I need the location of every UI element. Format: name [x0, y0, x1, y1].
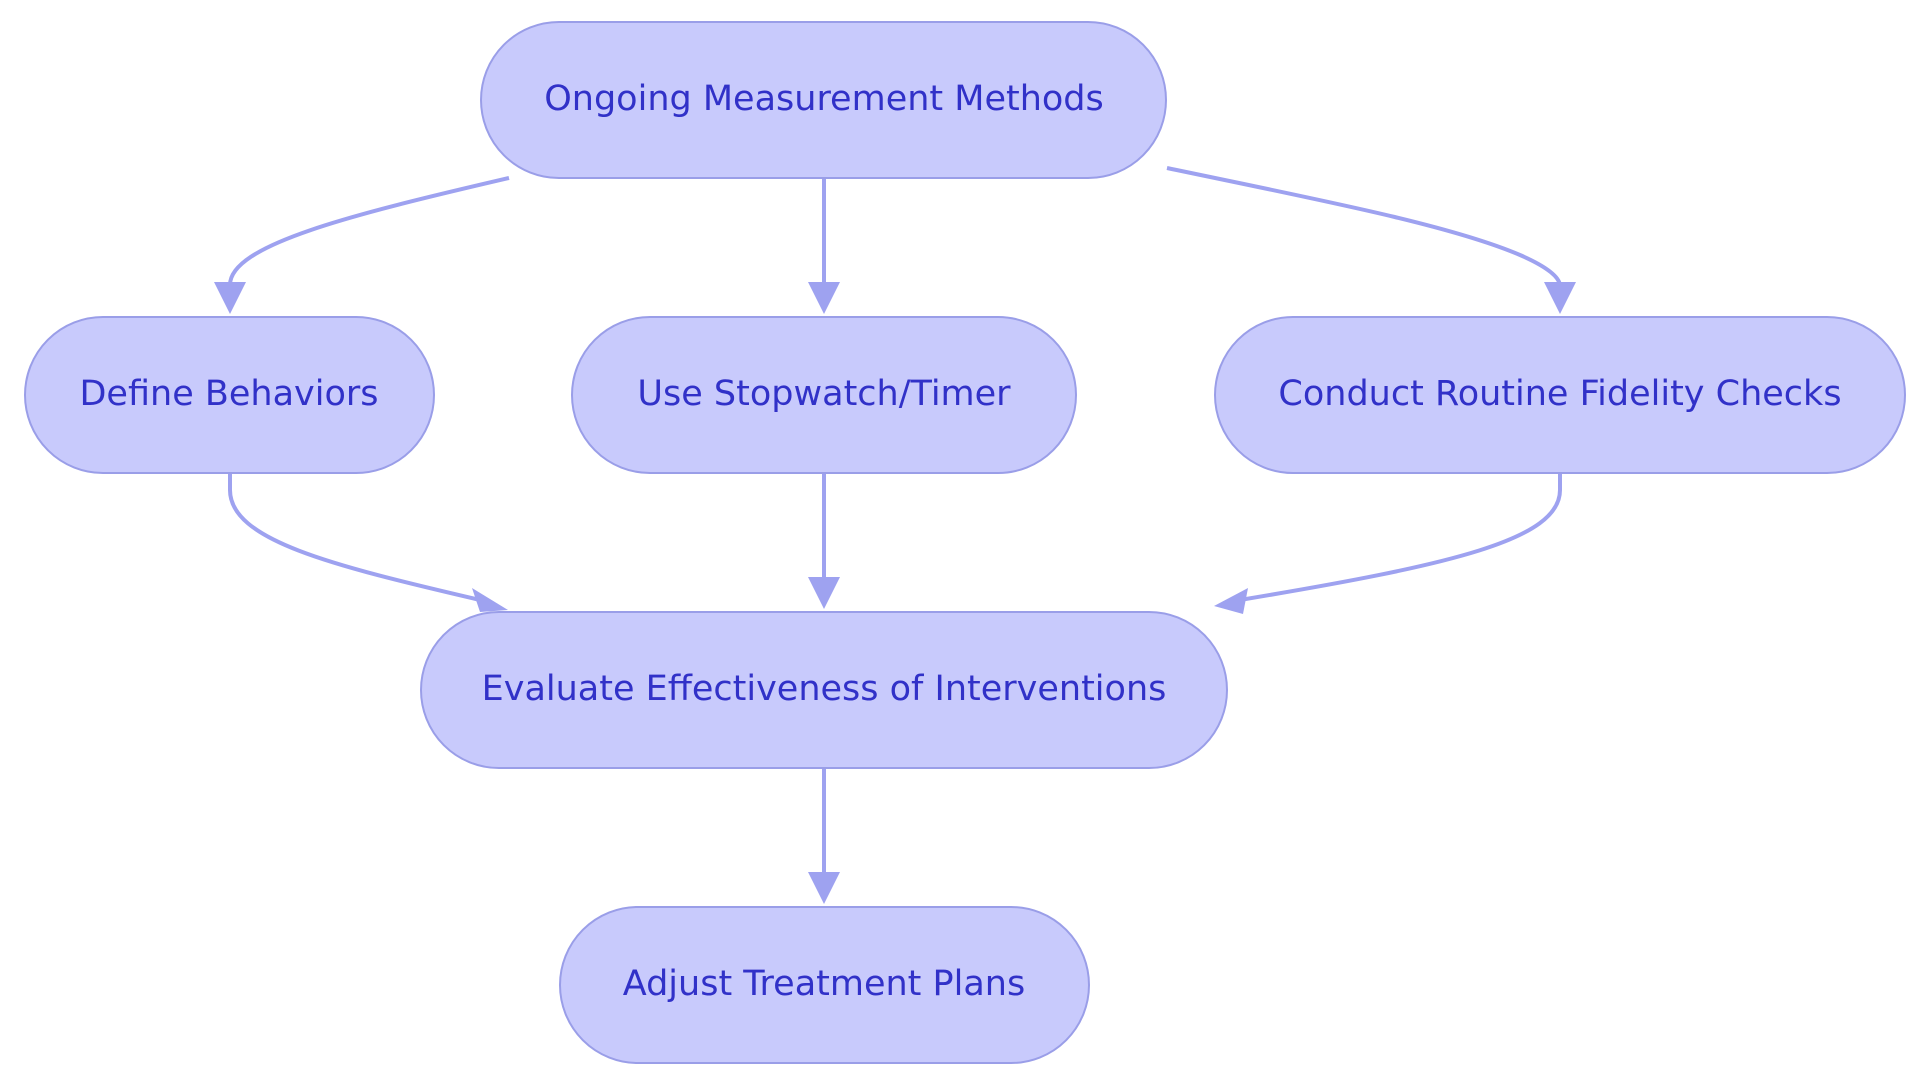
edge-fidelity-to-evaluate — [1239, 472, 1562, 602]
node-ongoing-shape — [480, 21, 1167, 179]
arrowhead-adjust — [808, 872, 840, 904]
node-stopwatch-label: Use Stopwatch/Timer — [637, 374, 1011, 414]
node-adjust-shape — [559, 906, 1090, 1064]
node-define-behaviors: Define Behaviors — [24, 316, 435, 474]
arrowhead-define — [214, 282, 246, 314]
node-evaluate-label: Evaluate Effectiveness of Interventions — [482, 669, 1167, 709]
edge-ongoing-to-fidelity — [1166, 166, 1562, 286]
arrowhead-evaluate-right — [1214, 588, 1248, 614]
node-conduct-routine-fidelity-checks: Conduct Routine Fidelity Checks — [1214, 316, 1906, 474]
arrowhead-fidelity — [1544, 282, 1576, 314]
arrowhead-stopwatch — [808, 282, 840, 314]
node-adjust-treatment-plans: Adjust Treatment Plans — [559, 906, 1090, 1064]
node-adjust-label: Adjust Treatment Plans — [623, 964, 1025, 1004]
edges — [214, 166, 1576, 904]
arrowhead-evaluate-center — [808, 577, 840, 609]
edge-ongoing-to-define — [228, 176, 510, 286]
node-stopwatch-shape — [571, 316, 1077, 474]
node-use-stopwatch-timer: Use Stopwatch/Timer — [571, 316, 1077, 474]
node-evaluate-effectiveness: Evaluate Effectiveness of Interventions — [420, 611, 1228, 769]
nodes: Ongoing Measurement Methods Define Behav… — [24, 21, 1906, 1064]
edge-define-to-evaluate — [228, 472, 481, 602]
node-fidelity-shape — [1214, 316, 1906, 474]
node-define-shape — [24, 316, 435, 474]
node-ongoing-label: Ongoing Measurement Methods — [544, 79, 1104, 119]
node-fidelity-label: Conduct Routine Fidelity Checks — [1278, 374, 1841, 414]
node-ongoing-measurement-methods: Ongoing Measurement Methods — [480, 21, 1167, 179]
node-define-label: Define Behaviors — [79, 374, 378, 414]
arrowhead-evaluate-left — [472, 588, 508, 612]
node-evaluate-shape — [420, 611, 1228, 769]
